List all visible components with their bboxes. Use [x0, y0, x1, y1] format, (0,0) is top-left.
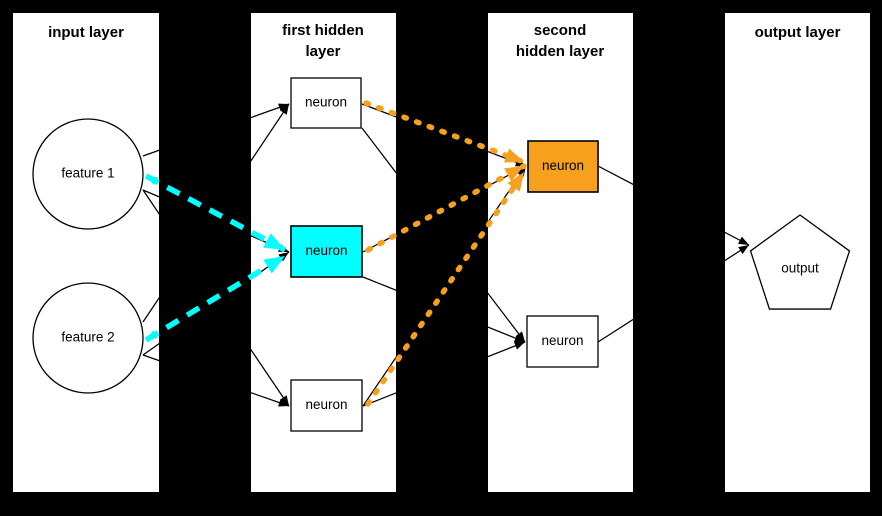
node-label-h1-middle: neuron — [305, 243, 347, 258]
panel-title-hidden2: second hidden layer — [516, 22, 605, 60]
edge-h1-bottom-to-h2-bottom — [362, 341, 526, 407]
edge-feature-2-to-h1-middle — [142, 251, 290, 356]
arrowhead-h1-middle-to-h2-bottom — [514, 334, 525, 342]
node-h1-middle[interactable]: neuron — [290, 225, 363, 278]
panel-title-hidden2-line1: second — [534, 22, 587, 39]
arrowhead-feature-1-to-h1-top — [278, 103, 289, 112]
node-shape-h1-middle[interactable] — [290, 225, 363, 278]
panel-input — [13, 13, 159, 492]
node-label-output-node: output — [781, 261, 819, 276]
arrowhead-feature-1-to-h1-bottom — [279, 395, 289, 406]
panel-title-output: output layer — [755, 24, 841, 41]
node-h2-bottom[interactable]: neuron — [526, 315, 599, 368]
node-label-h2-bottom: neuron — [541, 333, 583, 348]
node-shape-feature-1[interactable] — [32, 118, 144, 230]
panel-title-hidden1-line1: first hidden — [282, 22, 364, 39]
node-h2-top[interactable]: neuron — [527, 140, 599, 193]
node-feature-2[interactable]: feature 2 — [32, 282, 144, 394]
forward-highlight-edges — [144, 173, 287, 343]
node-h1-top[interactable]: neuron — [290, 77, 362, 129]
node-label-h2-top: neuron — [542, 158, 584, 173]
edge-h1-bottom-to-h2-top — [362, 165, 527, 407]
plain-edges — [142, 103, 750, 407]
panel-hidden2 — [488, 13, 633, 492]
node-h1-bottom[interactable]: neuron — [290, 379, 363, 432]
arrowhead-h2-top-to-output-node — [738, 236, 749, 245]
edge-h1-middle-to-h2-bottom — [362, 276, 526, 343]
arrowhead-backward-h1-middle — [504, 166, 524, 182]
node-label-h1-top: neuron — [305, 95, 347, 110]
node-label-feature-1: feature 1 — [61, 166, 114, 181]
arrowhead-feature-2-to-h1-top — [279, 104, 289, 115]
arrowhead-feature-2-to-h1-bottom — [278, 398, 289, 407]
panel-title-hidden2-line2: hidden layer — [516, 43, 605, 60]
arrowhead-backward-h1-top — [504, 148, 524, 163]
arrowhead-h1-bottom-to-h2-bottom — [514, 341, 525, 350]
arrowhead-backward-h1-bottom — [507, 172, 524, 192]
panel-group — [13, 13, 870, 492]
node-label-h1-bottom: neuron — [305, 397, 347, 412]
arrowhead-h1-top-to-h2-bottom — [515, 331, 525, 342]
arrowhead-backward-feature-1 — [146, 176, 158, 186]
node-shape-h1-bottom[interactable] — [290, 379, 363, 432]
node-shape-h1-top[interactable] — [290, 77, 362, 129]
node-label-feature-2: feature 2 — [61, 330, 114, 345]
highlight-edge-feature-2-to-h1-middle — [144, 253, 287, 343]
highlight-edge-h1-bottom-to-h2-top — [365, 169, 527, 407]
edge-h2-top-to-output-node — [597, 165, 750, 246]
highlight-edge-h1-top-to-h2-top — [363, 100, 527, 165]
panel-titles: input layer first hidden layer second hi… — [48, 22, 841, 60]
edge-feature-1-to-h1-top — [142, 103, 290, 157]
panel-title-hidden1: first hidden layer — [282, 22, 364, 60]
edge-h1-top-to-h2-bottom — [361, 127, 526, 343]
panel-title-input: input layer — [48, 24, 124, 41]
node-group: feature 1 feature 2 neuron neuron neuron neur… — [32, 77, 851, 432]
node-output-node[interactable]: output — [749, 214, 851, 310]
node-feature-1[interactable]: feature 1 — [32, 118, 144, 230]
arrowhead-h2-bottom-to-output-node — [738, 245, 749, 254]
node-shape-h2-bottom[interactable] — [526, 315, 599, 368]
backward-highlight-edges — [363, 100, 527, 407]
node-shape-feature-2[interactable] — [32, 282, 144, 394]
edge-feature-2-to-h1-bottom — [142, 354, 290, 407]
highlight-edge-feature-1-to-h1-middle — [144, 173, 287, 253]
edge-feature-1-to-h1-middle — [142, 189, 290, 253]
arrowhead-backward-feature-2 — [146, 330, 158, 340]
node-shape-output-node[interactable] — [749, 214, 851, 310]
arrowhead-forward-h1-middle — [263, 256, 285, 274]
highlight-edge-h1-middle-to-h2-top — [365, 163, 527, 253]
arrowhead-forward-h1-middle — [263, 233, 285, 250]
node-shape-h2-top[interactable] — [527, 140, 599, 193]
edge-h2-bottom-to-output-node — [597, 244, 750, 343]
panel-title-hidden1-line2: layer — [305, 43, 340, 60]
